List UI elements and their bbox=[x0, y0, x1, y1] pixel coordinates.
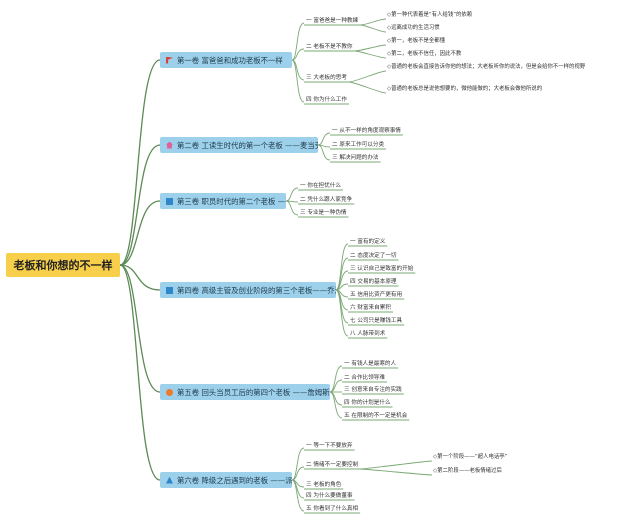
topic-item[interactable]: 三 创意来自专注的实践 bbox=[344, 387, 402, 393]
topic-item[interactable]: 二 老板不是不教你 bbox=[306, 44, 353, 50]
topic-item[interactable]: 一 你在担忧什么 bbox=[300, 183, 341, 189]
connector-line bbox=[354, 44, 387, 52]
triangle-icon bbox=[166, 476, 173, 484]
subtopic-item[interactable]: ◇第一种代表着是“有人给钱”的依赖 bbox=[387, 12, 473, 18]
connector-line bbox=[335, 243, 349, 291]
topic-item[interactable]: 四 你为什么工作 bbox=[306, 97, 347, 103]
topic-item[interactable]: 一 富爸爸是一种教練 bbox=[306, 18, 359, 24]
topic-item[interactable]: 二 原来工作可以分类 bbox=[332, 142, 385, 148]
connector-line bbox=[335, 289, 349, 337]
chapter-title: 第四卷 高级主管及创业阶段的第三个老板——乔治 bbox=[177, 285, 336, 295]
chapter-title: 第二卷 工读生时代的第一个老板 ——麦当劳 bbox=[177, 140, 318, 150]
connector-line bbox=[291, 22, 305, 61]
square-icon bbox=[166, 197, 173, 205]
connector-line bbox=[291, 447, 305, 481]
topic-item[interactable]: 五 你看到了什么真相 bbox=[306, 506, 359, 512]
subtopic-item[interactable]: ◇普通的老板会直接告诉你他的想法；大老板听你的说法，但是会给你不一样的视野 bbox=[387, 64, 586, 70]
topic-item[interactable]: 五 信用比资产更有用 bbox=[350, 292, 403, 298]
connector-line bbox=[348, 70, 387, 83]
connector-line bbox=[291, 466, 305, 481]
subtopic-item[interactable]: ◇远离成功的生活习惯 bbox=[387, 25, 440, 31]
connector-line bbox=[291, 479, 305, 499]
subtopic-item[interactable]: ◇第二阶段——老板情绪过后 bbox=[433, 468, 502, 474]
topic-item[interactable]: 七 公司只是赚钱工具 bbox=[350, 318, 403, 324]
subtopic-item[interactable]: ◇第一个阶段——“超人电话亭” bbox=[433, 454, 508, 460]
topic-item[interactable]: 五 在限制的不一定是机会 bbox=[344, 413, 408, 419]
flag-icon bbox=[166, 56, 173, 64]
connector-line bbox=[119, 264, 161, 291]
chapter-title: 第一卷 富爸爸和成功老板不一样 bbox=[177, 55, 283, 65]
connector-line bbox=[291, 479, 305, 512]
chapter-node-3[interactable]: 第三卷 职员时代的第二个老板 ——强尼 bbox=[160, 193, 286, 209]
topic-item[interactable]: 三 老板的角色 bbox=[306, 482, 342, 488]
topic-item[interactable]: 二 态度决定了一切 bbox=[350, 253, 397, 259]
connector-line bbox=[317, 132, 331, 146]
topic-item[interactable]: 四 交易的基本原理 bbox=[350, 279, 397, 285]
connector-line bbox=[291, 48, 305, 61]
chapter-node-6[interactable]: 第六卷 降级之后遇到的老板 ——派克 bbox=[160, 472, 292, 488]
topic-item[interactable]: 四 为什么要做董事 bbox=[306, 493, 353, 499]
connector-line bbox=[329, 365, 343, 393]
chapter-node-4[interactable]: 第四卷 高级主管及创业阶段的第三个老板——乔治 bbox=[160, 282, 336, 298]
chapter-node-1[interactable]: 第一卷 富爸爸和成功老板不一样 bbox=[160, 52, 292, 68]
connector-line bbox=[360, 460, 433, 470]
connector-line bbox=[119, 144, 161, 266]
connector-line bbox=[348, 81, 387, 94]
connector-line bbox=[360, 18, 387, 26]
topic-item[interactable]: 四 你的计划是什么 bbox=[344, 400, 391, 406]
topic-item[interactable]: 二 凭什么跟人家竞争 bbox=[300, 197, 353, 203]
connector-line bbox=[119, 200, 161, 266]
subtopic-item[interactable]: ◇第一，老板不是全都懂 bbox=[387, 38, 446, 44]
topic-item[interactable]: 二 情绪不一定要控制 bbox=[306, 462, 359, 468]
connector-line bbox=[119, 264, 161, 393]
topic-item[interactable]: 一 从不一样的角度观察事情 bbox=[332, 128, 401, 134]
connector-line bbox=[119, 59, 161, 266]
topic-item[interactable]: 一 富有的定义 bbox=[350, 239, 386, 245]
chapter-title: 第三卷 职员时代的第二个老板 ——强尼 bbox=[177, 196, 286, 206]
subtopic-item[interactable]: ◇第二，老板不信任，因此不教 bbox=[387, 51, 462, 57]
dot-icon bbox=[166, 388, 173, 396]
topic-item[interactable]: 三 专业是一种伪情 bbox=[300, 210, 347, 216]
topic-item[interactable]: 一 有钱人是最寒的人 bbox=[344, 361, 397, 367]
connector-line bbox=[360, 24, 387, 33]
chapter-title: 第六卷 降级之后遇到的老板 ——派克 bbox=[177, 475, 292, 485]
chapter-node-5[interactable]: 第五卷 回头当员工后的第四个老板 ——詹姆斯 bbox=[160, 384, 330, 400]
square-icon bbox=[166, 286, 173, 294]
chapter-title: 第五卷 回头当员工后的第四个老板 ——詹姆斯 bbox=[177, 387, 330, 397]
connector-line bbox=[360, 468, 433, 476]
topic-item[interactable]: 六 财富来自累积 bbox=[350, 305, 391, 311]
connector-line bbox=[329, 391, 343, 419]
connector-line bbox=[119, 264, 161, 481]
chapter-node-2[interactable]: 第二卷 工读生时代的第一个老板 ——麦当劳 bbox=[160, 137, 318, 153]
topic-item[interactable]: 三 认识自己是致富的开始 bbox=[350, 266, 414, 272]
connector-line bbox=[317, 144, 331, 161]
topic-item[interactable]: 三 解决问题的办法 bbox=[332, 155, 379, 161]
connector-line bbox=[354, 50, 387, 59]
connector-line bbox=[285, 200, 299, 216]
root-topic[interactable]: 老板和你想的不一样 bbox=[6, 253, 120, 277]
house-icon bbox=[166, 141, 173, 149]
topic-item[interactable]: 二 合作比领导难 bbox=[344, 375, 385, 381]
subtopic-item[interactable]: ◇普通的老板总是说他想要的，微他能做的；大老板会做他所说的 bbox=[387, 86, 543, 92]
topic-item[interactable]: 八 人脉带到术 bbox=[350, 331, 386, 337]
connector-line bbox=[291, 59, 305, 103]
topic-item[interactable]: 三 大老板的思考 bbox=[306, 75, 347, 81]
connector-line bbox=[285, 187, 299, 202]
topic-item[interactable]: 一 等一下不要放弃 bbox=[306, 443, 353, 449]
